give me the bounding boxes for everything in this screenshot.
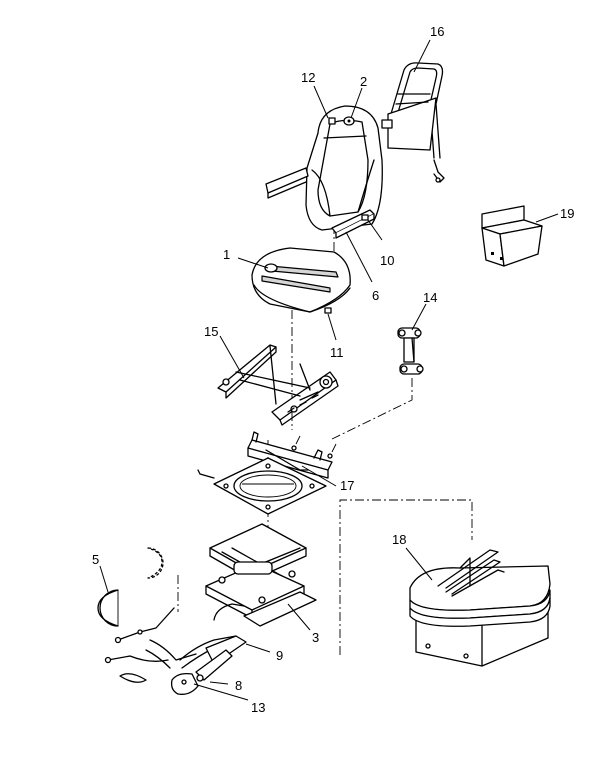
mounting-bracket — [247, 431, 337, 479]
callout-11: 11 — [330, 345, 344, 360]
callout-13: 13 — [251, 700, 265, 715]
callout-3: 3 — [312, 630, 319, 645]
seat-belt — [381, 62, 445, 183]
shock-absorber — [397, 327, 424, 375]
callout-10: 10 — [380, 253, 394, 268]
suspension-mechanism — [205, 523, 317, 627]
lever-assembly — [145, 603, 247, 695]
callout-15: 15 — [204, 324, 218, 339]
lower-cover — [409, 549, 551, 667]
callout-17: 17 — [340, 478, 354, 493]
callout-8: 8 — [235, 678, 242, 693]
callout-5: 5 — [92, 552, 99, 567]
storage-box — [481, 205, 543, 267]
callout-18: 18 — [392, 532, 406, 547]
callout-2: 2 — [360, 74, 367, 89]
swivel-base-plate — [197, 457, 327, 515]
callout-9: 9 — [276, 648, 283, 663]
cable-assembly — [104, 607, 175, 683]
seat-slide-frame — [217, 344, 339, 426]
callout-labels: 1 2 3 5 6 8 9 10 11 12 13 14 15 16 17 18… — [92, 24, 574, 715]
seat-cushion — [251, 247, 351, 314]
callout-16: 16 — [430, 24, 444, 39]
callout-12: 12 — [301, 70, 315, 85]
seat-back — [265, 105, 383, 239]
assembly-centerlines — [177, 225, 473, 655]
half-round-cover — [97, 547, 164, 627]
callout-19: 19 — [560, 206, 574, 221]
callout-14: 14 — [423, 290, 437, 305]
leader-lines — [99, 39, 559, 701]
callout-6: 6 — [372, 288, 379, 303]
callout-1: 1 — [223, 247, 230, 262]
